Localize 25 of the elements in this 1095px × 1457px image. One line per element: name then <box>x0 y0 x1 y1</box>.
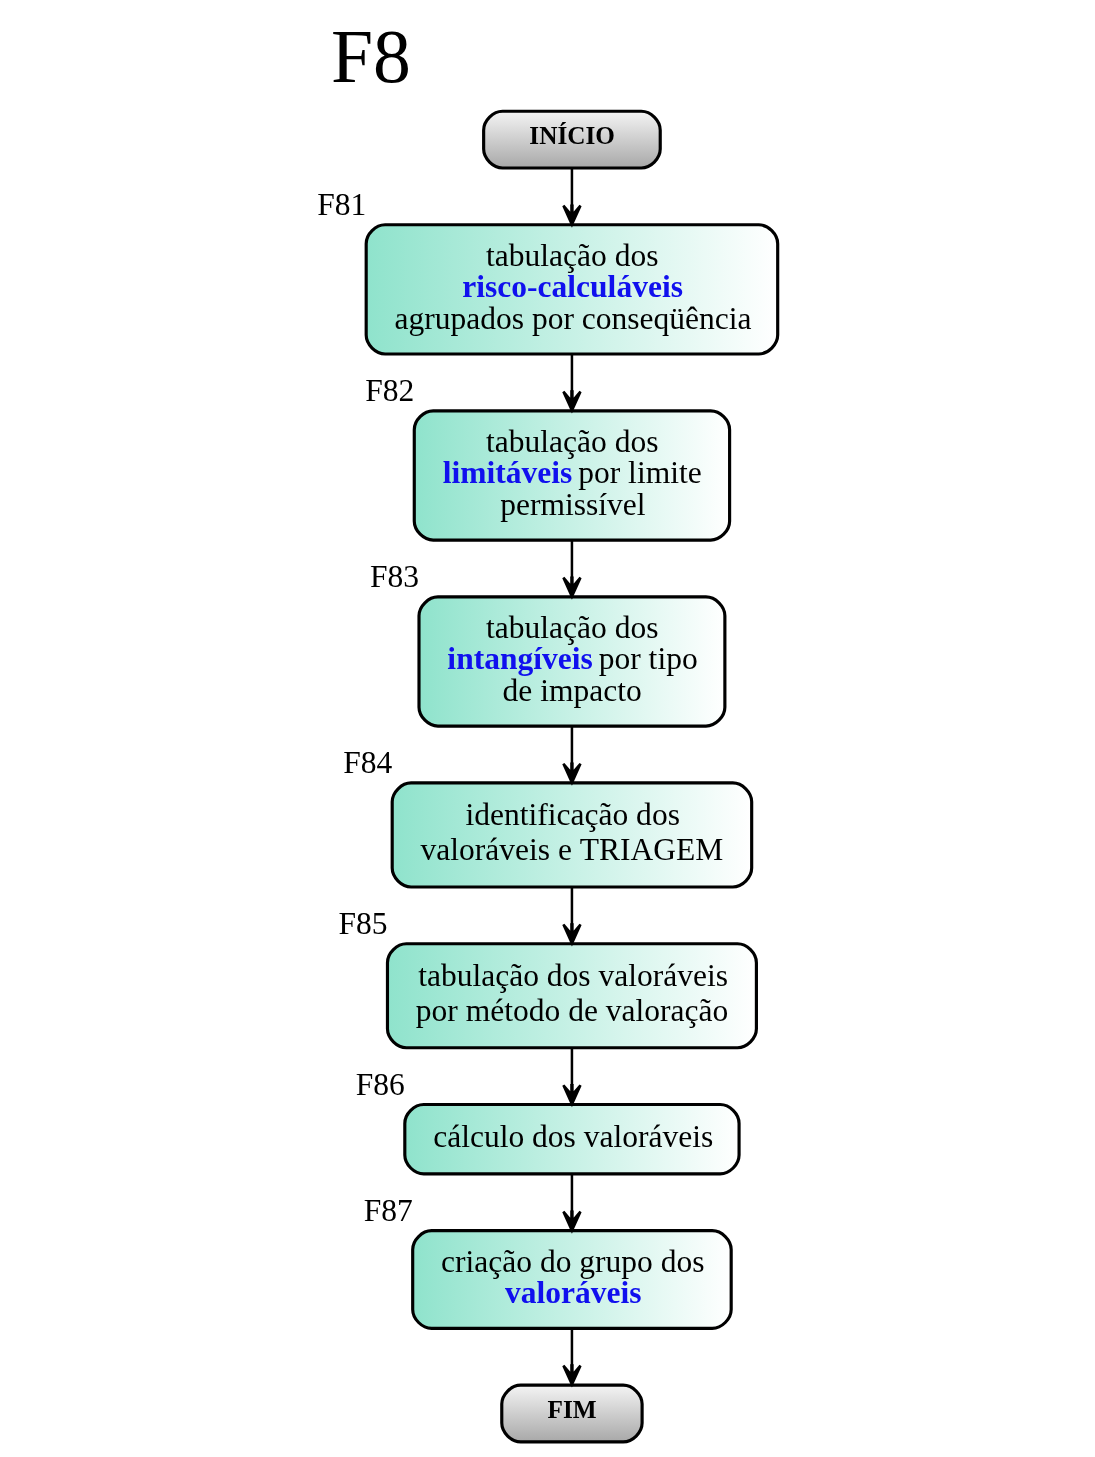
arrow <box>562 726 582 784</box>
node-box: INÍCIO <box>482 109 662 170</box>
arrow <box>562 887 582 945</box>
node-box: FIM <box>500 1383 644 1444</box>
node-label: F84 <box>343 745 393 781</box>
node-label: F81 <box>317 187 367 223</box>
arrow <box>562 168 582 226</box>
node-box: identificação dos valoráveis e TRIAGEM <box>390 781 754 889</box>
node-box: tabulação dos intangíveis por tipo de impacto <box>417 595 727 728</box>
node-box: tabulação dos valoráveis por método de valoração <box>385 942 758 1050</box>
node-label: F83 <box>370 559 420 595</box>
node-box: tabulação dos limitáveis por limite permissível <box>412 409 732 542</box>
node-label: F86 <box>355 1067 405 1103</box>
arrow <box>562 354 582 412</box>
arrow <box>562 540 582 598</box>
arrow <box>562 1329 582 1386</box>
node-label: F87 <box>363 1193 413 1229</box>
node-label: F85 <box>338 906 388 942</box>
node-box: cálculo dos valoráveis <box>403 1102 741 1176</box>
arrow <box>562 1048 582 1106</box>
node-label: F82 <box>365 373 415 409</box>
arrow <box>562 1174 582 1232</box>
node-box: tabulação dos risco-calculáveis agrupados por conseqüência <box>364 223 780 356</box>
node-box: criação do grupo dos valoráveis <box>411 1229 733 1330</box>
diagram-title: F8 <box>330 14 411 98</box>
